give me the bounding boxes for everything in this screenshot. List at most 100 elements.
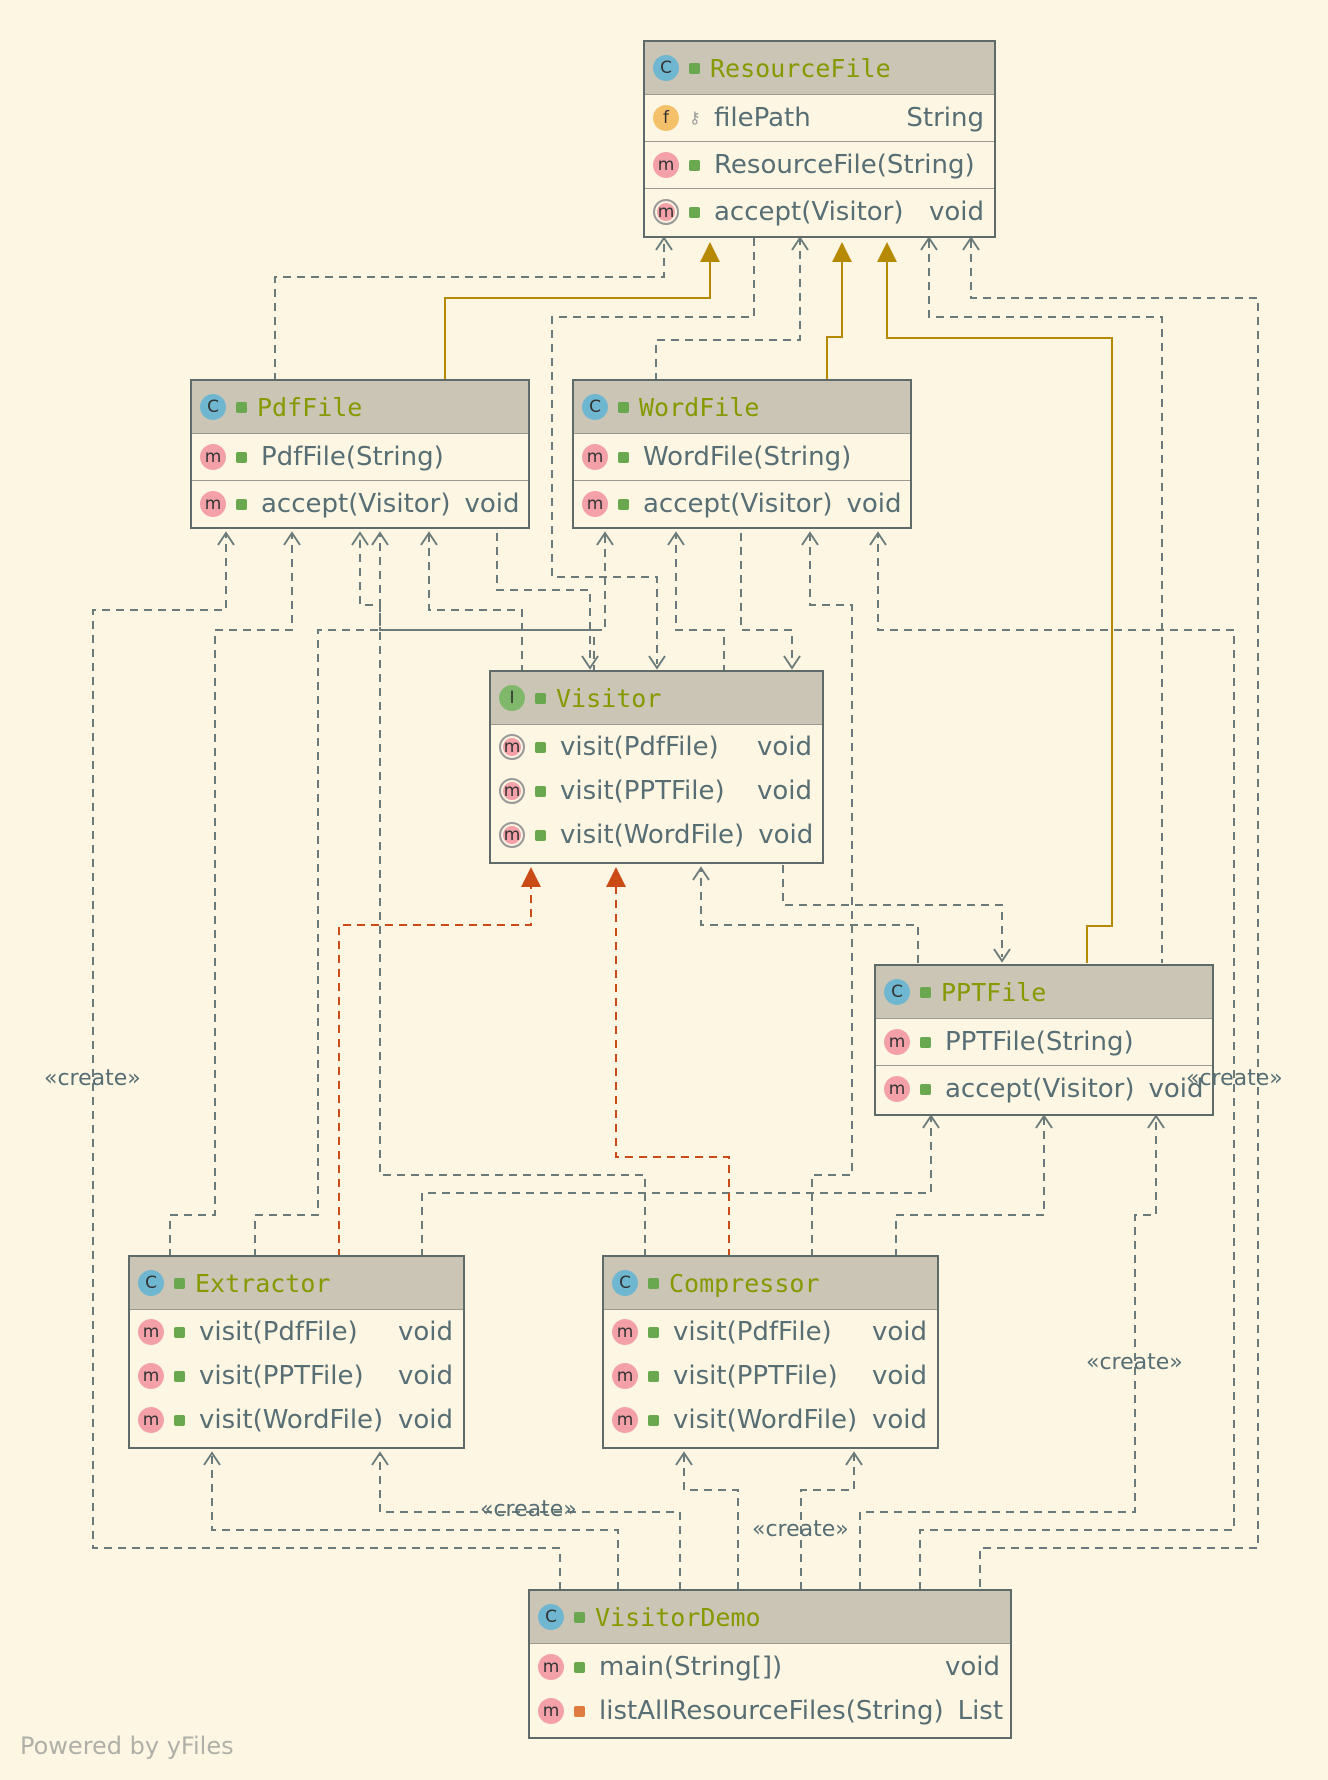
public-icon [648, 1326, 659, 1338]
runnable-class-icon: C [538, 1604, 564, 1630]
class-header[interactable]: C VisitorDemo [530, 1591, 1010, 1644]
create-label: «create» [1186, 1066, 1283, 1091]
class-extractor[interactable]: C Extractor m visit(PdfFile) void m visi… [128, 1255, 465, 1449]
method-type: void [464, 489, 520, 519]
method-icon: m [612, 1363, 638, 1389]
method-name: visit(WordFile) [560, 820, 745, 850]
public-icon [648, 1277, 659, 1289]
method-name: accept(Visitor) [643, 489, 833, 519]
method-type: void [944, 1652, 1000, 1682]
method-name: visit(PPTFile) [673, 1361, 838, 1391]
class-compressor[interactable]: C Compressor m visit(PdfFile) void m vis… [602, 1255, 939, 1449]
method-row[interactable]: m accept(Visitor) void [645, 188, 994, 235]
method-row[interactable]: m listAllResourceFiles(String) List [530, 1690, 1010, 1732]
method-row[interactable]: m visit(WordFile) void [130, 1398, 463, 1442]
abstract-method-icon: m [499, 778, 525, 804]
class-icon: C [884, 979, 910, 1005]
class-icon: C [612, 1270, 638, 1296]
ctor-name: PPTFile(String) [945, 1027, 1134, 1057]
public-icon [920, 986, 931, 998]
class-title: WordFile [639, 392, 760, 422]
public-icon [689, 62, 700, 74]
class-pdffile[interactable]: C PdfFile m PdfFile(String) m accept(Vis… [190, 379, 530, 529]
interface-visitor[interactable]: I Visitor m visit(PdfFile) void m visit(… [489, 670, 824, 864]
class-title: VisitorDemo [595, 1602, 761, 1632]
method-type: void [397, 1361, 453, 1391]
method-icon: m [612, 1319, 638, 1345]
class-header[interactable]: C PPTFile [876, 966, 1212, 1019]
method-row[interactable]: m visit(WordFile) void [491, 813, 822, 857]
class-icon: C [138, 1270, 164, 1296]
ctor-row[interactable]: m PPTFile(String) [876, 1019, 1212, 1065]
method-icon: m [653, 152, 679, 178]
public-icon [574, 1661, 585, 1673]
field-row[interactable]: f ⚷ filePath String [645, 95, 994, 141]
method-row[interactable]: m visit(PdfFile) void [604, 1310, 937, 1354]
public-icon [236, 498, 247, 510]
public-icon [174, 1277, 185, 1289]
key-icon: ⚷ [689, 108, 701, 127]
class-header[interactable]: C PdfFile [192, 381, 528, 434]
abstract-method-icon: m [499, 734, 525, 760]
public-icon [535, 829, 546, 841]
class-header[interactable]: C Extractor [130, 1257, 463, 1310]
public-icon [535, 741, 546, 753]
class-resourcefile[interactable]: C ResourceFile f ⚷ filePath String m Res… [643, 40, 996, 238]
method-row[interactable]: m visit(PPTFile) void [604, 1354, 937, 1398]
method-icon: m [884, 1076, 910, 1102]
class-header[interactable]: I Visitor [491, 672, 822, 725]
class-header[interactable]: C Compressor [604, 1257, 937, 1310]
dependency-edges [92, 238, 1259, 1590]
method-row[interactable]: m visit(PdfFile) void [130, 1310, 463, 1354]
method-row[interactable]: m accept(Visitor) void [574, 480, 910, 527]
method-row[interactable]: m accept(Visitor) void [192, 480, 528, 527]
method-icon: m [200, 444, 226, 470]
ctor-row[interactable]: m WordFile(String) [574, 434, 910, 480]
class-header[interactable]: C WordFile [574, 381, 910, 434]
method-icon: m [138, 1319, 164, 1345]
class-pptfile[interactable]: C PPTFile m PPTFile(String) m accept(Vis… [874, 964, 1214, 1116]
class-icon: C [200, 394, 226, 420]
public-icon [236, 451, 247, 463]
public-icon [648, 1414, 659, 1426]
method-type: void [871, 1361, 927, 1391]
class-header[interactable]: C ResourceFile [645, 42, 994, 95]
method-row[interactable]: m visit(PPTFile) void [491, 769, 822, 813]
method-row[interactable]: m visit(PdfFile) void [491, 725, 822, 769]
field-icon: f [653, 105, 679, 131]
public-icon [648, 1370, 659, 1382]
method-name: visit(PdfFile) [673, 1317, 832, 1347]
method-row[interactable]: m visit(PPTFile) void [130, 1354, 463, 1398]
method-icon: m [884, 1029, 910, 1055]
public-icon [618, 401, 629, 413]
method-name: accept(Visitor) [945, 1074, 1135, 1104]
public-icon [618, 451, 629, 463]
public-icon [535, 785, 546, 797]
class-visitordemo[interactable]: C VisitorDemo m main(String[]) void m li… [528, 1589, 1012, 1739]
implementation-edges [338, 886, 730, 1257]
method-type: void [756, 776, 812, 806]
public-icon [174, 1326, 185, 1338]
ctor-row[interactable]: m ResourceFile(String) [645, 141, 994, 188]
create-label: «create» [44, 1066, 141, 1091]
method-type: void [1148, 1074, 1204, 1104]
class-title: PdfFile [257, 392, 363, 422]
method-type: void [397, 1317, 453, 1347]
inheritance-arrowheads [700, 242, 897, 262]
public-icon [920, 1083, 931, 1095]
class-title: Visitor [556, 683, 662, 713]
method-type: void [846, 489, 902, 519]
method-name: listAllResourceFiles(String) [599, 1696, 944, 1726]
class-icon: C [582, 394, 608, 420]
method-name: visit(PdfFile) [560, 732, 719, 762]
public-icon [236, 401, 247, 413]
class-wordfile[interactable]: C WordFile m WordFile(String) m accept(V… [572, 379, 912, 529]
static-method-icon: m [538, 1698, 564, 1724]
method-row[interactable]: m main(String[]) void [530, 1644, 1010, 1690]
method-name: visit(PPTFile) [560, 776, 725, 806]
ctor-row[interactable]: m PdfFile(String) [192, 434, 528, 480]
create-label: «create» [1086, 1350, 1183, 1375]
method-row[interactable]: m accept(Visitor) void [876, 1065, 1212, 1112]
method-row[interactable]: m visit(WordFile) void [604, 1398, 937, 1442]
